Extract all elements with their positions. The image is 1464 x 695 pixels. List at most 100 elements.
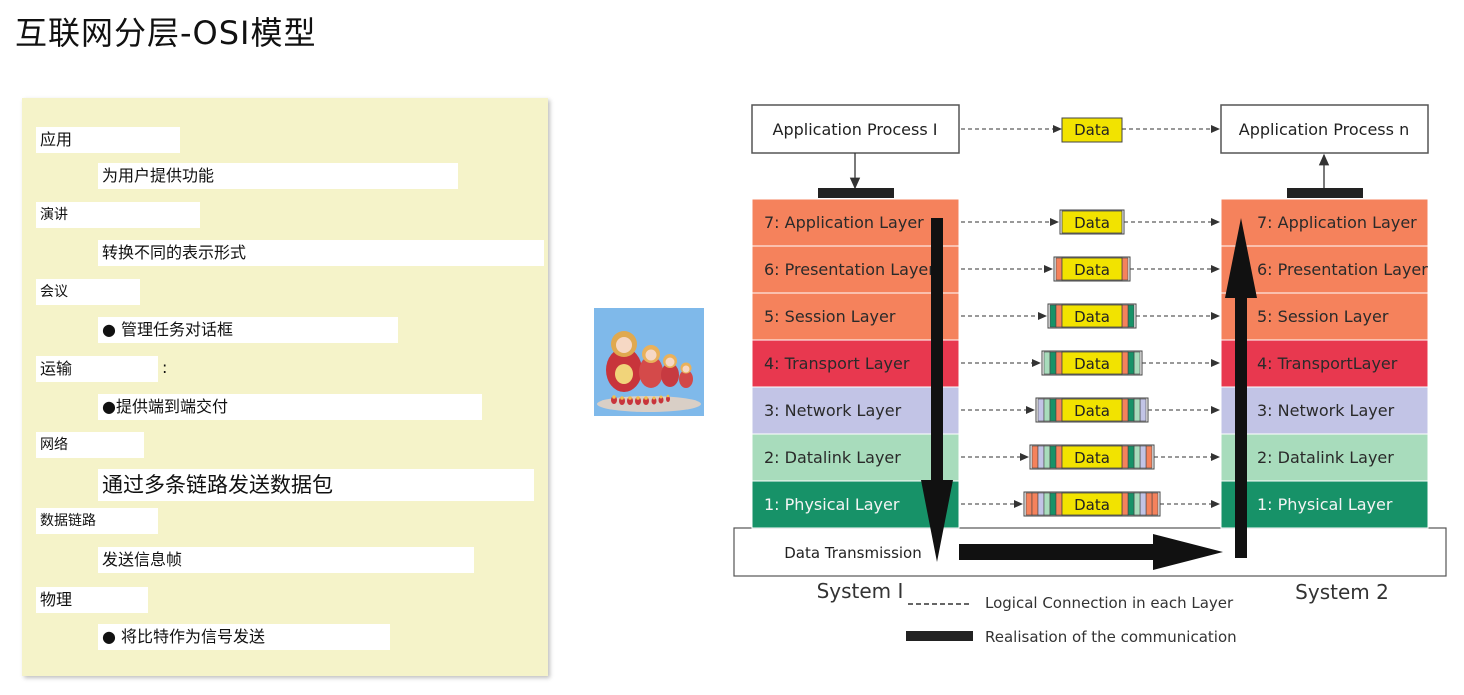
right-layer-box bbox=[1220, 292, 1429, 341]
packet-trailer-stripe bbox=[1121, 351, 1129, 375]
packet-header-stripe bbox=[1037, 398, 1045, 422]
right-receive-up-arrow bbox=[1225, 218, 1257, 558]
left-send-down-arrow bbox=[921, 218, 953, 562]
left-layer-label: 4: Transport Layer bbox=[764, 354, 910, 373]
packet-header-stripe bbox=[1055, 398, 1063, 422]
packet-trailer-stripe bbox=[1127, 304, 1135, 328]
packet-header-stripe bbox=[1049, 304, 1057, 328]
layer-label-application: 应用 bbox=[36, 127, 180, 153]
left-layer-label: 5: Session Layer bbox=[764, 307, 896, 326]
data-payload-label: Data bbox=[1074, 402, 1110, 420]
packet-trailer-stripe bbox=[1121, 492, 1129, 516]
right-layer-label: 4: TransportLayer bbox=[1257, 354, 1398, 373]
packet-header-stripe bbox=[1049, 351, 1057, 375]
left-layer-box bbox=[751, 433, 960, 482]
data-transmission-label: Data Transmission bbox=[784, 544, 921, 562]
legend-solid-bar-icon bbox=[906, 631, 973, 641]
packet-trailer-stripe bbox=[1151, 492, 1159, 516]
packet-trailer-stripe bbox=[1133, 398, 1141, 422]
packet-header-stripe bbox=[1049, 492, 1057, 516]
layer-label-transport: 运输 bbox=[36, 356, 158, 382]
packet-trailer-stripe bbox=[1121, 304, 1129, 328]
legend-logical-label: Logical Connection in each Layer bbox=[985, 594, 1234, 612]
packet-trailer-stripe bbox=[1133, 445, 1141, 469]
layer-label-network: 网络 bbox=[36, 432, 144, 458]
packet-trailer-stripe bbox=[1133, 351, 1141, 375]
page-title: 互联网分层-OSI模型 bbox=[15, 14, 317, 52]
packet-header-stripe bbox=[1049, 445, 1057, 469]
data-payload bbox=[1061, 445, 1123, 469]
right-layer-box bbox=[1220, 198, 1429, 247]
packet-trailer-stripe bbox=[1127, 398, 1135, 422]
right-layer-box bbox=[1220, 480, 1429, 529]
right-layer-label: 2: Datalink Layer bbox=[1257, 448, 1394, 467]
osi-model-diagram: Application Process I Application Proces… bbox=[733, 100, 1449, 660]
layer-desc-datalink: 发送信息帧 bbox=[98, 547, 474, 573]
packet-trailer-stripe bbox=[1121, 398, 1129, 422]
packet-trailer-stripe bbox=[1139, 445, 1147, 469]
packet-trailer-stripe bbox=[1145, 445, 1153, 469]
packet-trailer-stripe bbox=[1127, 492, 1135, 516]
nesting-dolls-image bbox=[594, 308, 704, 416]
right-layer-label: 1: Physical Layer bbox=[1257, 495, 1393, 514]
stray-colon: : bbox=[162, 358, 168, 377]
packet-header-stripe bbox=[1055, 445, 1063, 469]
layer-desc-presentation: 转换不同的表示形式 bbox=[98, 240, 544, 266]
right-layer-label: 6: Presentation Layer bbox=[1257, 260, 1428, 279]
system2-label: System 2 bbox=[1295, 580, 1389, 604]
left-layer-label: 3: Network Layer bbox=[764, 401, 902, 420]
layer-desc-transport: ●提供端到端交付 bbox=[98, 394, 482, 420]
data-payload-label: Data bbox=[1074, 449, 1110, 467]
osi-layer-list-panel: 应用 为用户提供功能 演讲 转换不同的表示形式 会议 ● 管理任务对话框 运输 … bbox=[22, 98, 548, 676]
data-payload-label: Data bbox=[1074, 308, 1110, 326]
packet-header-stripe bbox=[1049, 398, 1057, 422]
packet-header-stripe bbox=[1031, 445, 1039, 469]
packet-header-stripe bbox=[1025, 492, 1033, 516]
right-layer-label: 3: Network Layer bbox=[1257, 401, 1395, 420]
data-payload bbox=[1061, 492, 1123, 516]
layer-label-session: 会议 bbox=[36, 279, 140, 305]
right-layer-label: 7: Application Layer bbox=[1257, 213, 1417, 232]
layer-desc-session: ● 管理任务对话框 bbox=[98, 317, 398, 343]
top-data-label: Data bbox=[1074, 121, 1110, 139]
legend-realisation-label: Realisation of the communication bbox=[985, 628, 1237, 646]
data-payload-label: Data bbox=[1074, 261, 1110, 279]
packet-header-stripe bbox=[1043, 351, 1051, 375]
packet-header-stripe bbox=[1043, 492, 1051, 516]
packet-trailer-stripe bbox=[1145, 492, 1153, 516]
packet-trailer-stripe bbox=[1139, 492, 1147, 516]
top-data-packet bbox=[1061, 117, 1123, 143]
app-process-left-box bbox=[751, 104, 960, 154]
packet-header-stripe bbox=[1043, 445, 1051, 469]
layer-label-presentation: 演讲 bbox=[36, 202, 200, 228]
left-layer-box bbox=[751, 339, 960, 388]
data-payload bbox=[1061, 398, 1123, 422]
layer-label-physical: 物理 bbox=[36, 587, 148, 613]
right-layer-box bbox=[1220, 339, 1429, 388]
left-layer-label: 7: Application Layer bbox=[764, 213, 924, 232]
left-layer-box bbox=[751, 245, 960, 294]
packet-header-stripe bbox=[1055, 304, 1063, 328]
left-layer-box bbox=[751, 292, 960, 341]
data-payload bbox=[1061, 257, 1123, 281]
left-layer-label: 6: Presentation Layer bbox=[764, 260, 935, 279]
data-payload bbox=[1061, 210, 1123, 234]
packet-trailer-stripe bbox=[1127, 351, 1135, 375]
data-payload bbox=[1061, 304, 1123, 328]
data-payload-label: Data bbox=[1074, 496, 1110, 514]
right-interface-bar bbox=[1287, 188, 1363, 198]
app-process-left-label: Application Process I bbox=[773, 120, 938, 139]
packet-header-stripe bbox=[1055, 257, 1063, 281]
layer-label-datalink: 数据链路 bbox=[36, 508, 158, 534]
packet-header-stripe bbox=[1037, 492, 1045, 516]
left-layer-box bbox=[751, 386, 960, 435]
packet-trailer-stripe bbox=[1133, 492, 1141, 516]
packet-header-stripe bbox=[1031, 492, 1039, 516]
packet-header-stripe bbox=[1055, 351, 1063, 375]
left-interface-bar bbox=[818, 188, 894, 198]
packet-trailer-stripe bbox=[1121, 445, 1129, 469]
left-layer-box bbox=[751, 198, 960, 247]
packet-trailer-stripe bbox=[1121, 257, 1129, 281]
layer-desc-network: 通过多条链路发送数据包 bbox=[98, 469, 534, 501]
packet-trailer-stripe bbox=[1127, 445, 1135, 469]
